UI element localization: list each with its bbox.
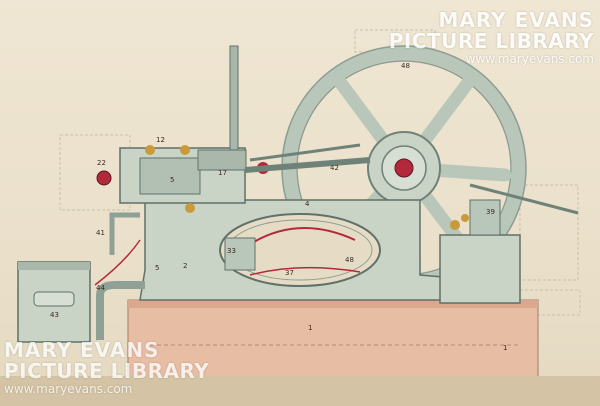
label-inner-a: 33 [227,247,236,255]
label-bed: 4 [305,200,310,208]
label-flywheel: 48 [401,62,410,70]
watermark-title: MARY EVANS [438,8,594,32]
label-crank: 42 [330,164,339,172]
label-left-lever: 41 [96,229,105,237]
part-labels: 48 4 5 43 1 1 42 44 41 39 33 37 48 2 22 … [50,62,507,352]
watermark-subtitle: PICTURE LIBRARY [4,359,210,383]
label-base-right: 1 [503,344,507,352]
label-stand: 5 [155,264,159,272]
engine-bed [139,199,461,301]
label-pipe: 44 [96,284,105,292]
label-rod: 17 [218,169,227,177]
label-tank: 43 [50,311,59,319]
governor [439,183,579,304]
watermark-subtitle: PICTURE LIBRARY [388,29,594,53]
label-foot: 2 [183,262,187,270]
watermark-title: MARY EVANS [4,338,160,362]
watermark-bottom-left: MARY EVANS PICTURE LIBRARY www.maryevans… [4,338,210,397]
label-governor: 39 [486,208,495,216]
water-tank [17,212,145,343]
watermark-url: www.maryevans.com [465,52,594,66]
label-base: 1 [308,324,312,332]
label-small-a: 22 [97,159,106,167]
label-inner-c: 48 [345,256,354,264]
label-inner-b: 37 [285,269,294,277]
foundation [0,299,600,406]
cylinder [96,45,371,213]
label-small-b: 12 [156,136,165,144]
watermark-url: www.maryevans.com [4,382,133,396]
label-cylinder: 5 [170,176,174,184]
watermark-top-right: MARY EVANS PICTURE LIBRARY www.maryevans… [388,8,594,67]
